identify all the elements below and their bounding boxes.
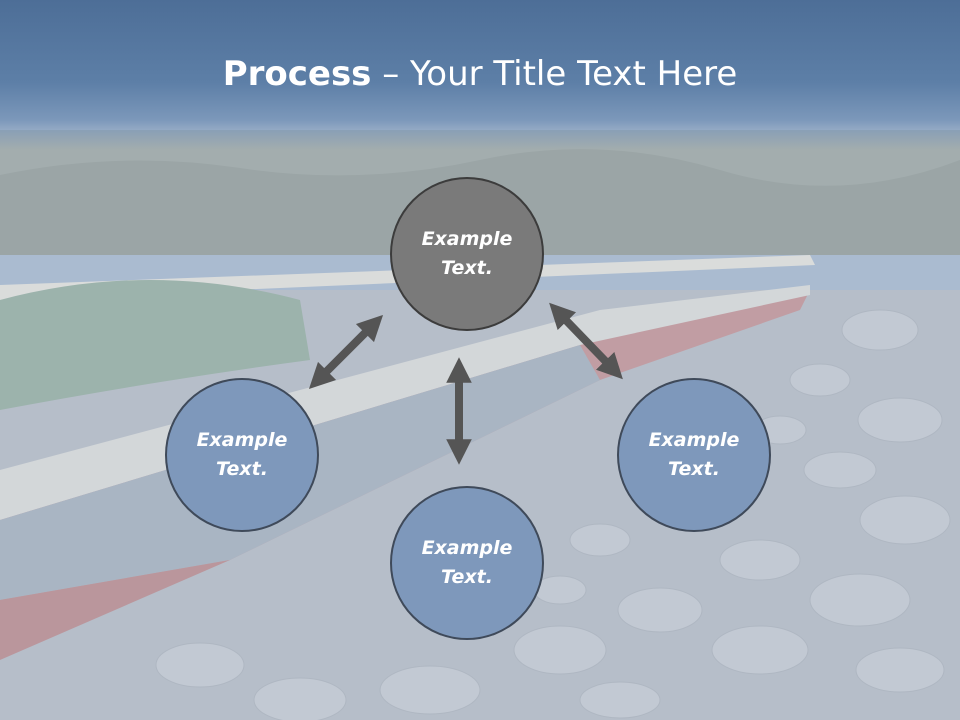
process-node-left[interactable]: Example Text. (165, 378, 319, 532)
process-node-bottom-label: Example Text. (421, 537, 513, 588)
process-node-bottom[interactable]: Example Text. (390, 486, 544, 640)
title-rest-part: – Your Title Text Here (371, 54, 738, 94)
arrow-center-left (308, 314, 384, 390)
process-node-left-label: Example Text. (196, 429, 288, 480)
title-band (0, 0, 960, 150)
process-node-center-label: Example Text. (421, 228, 513, 279)
title-bold-part: Process (222, 54, 372, 94)
arrow-center-right (549, 302, 623, 380)
process-node-center[interactable]: Example Text. (390, 177, 544, 331)
slide-title: Process – Your Title Text Here (0, 52, 960, 96)
process-node-right-label: Example Text. (648, 429, 740, 480)
process-node-right[interactable]: Example Text. (617, 378, 771, 532)
